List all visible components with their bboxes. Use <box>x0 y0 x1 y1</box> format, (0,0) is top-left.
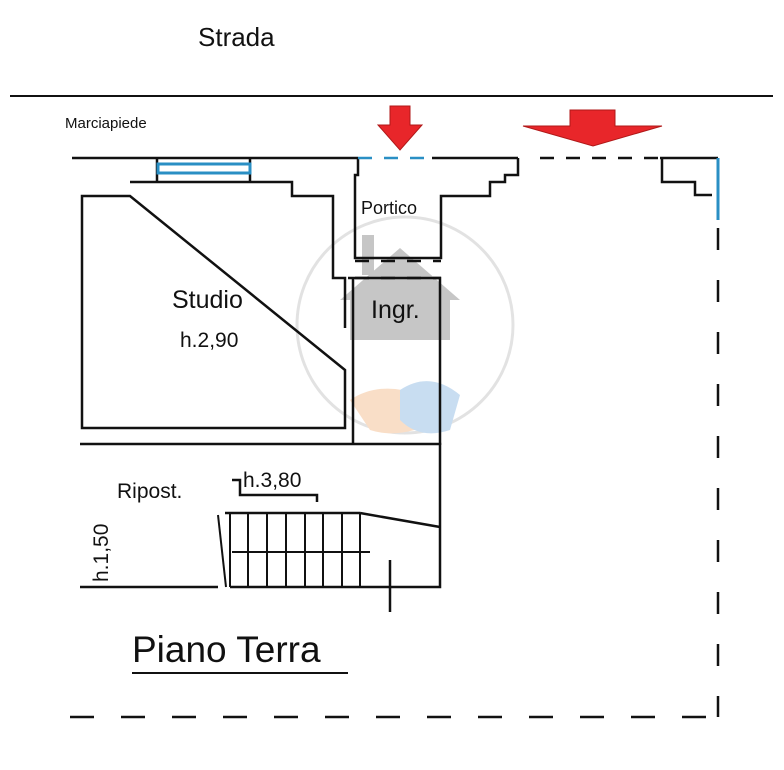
garden-entrance-arrow-icon <box>522 109 663 147</box>
floor-title: Piano Terra <box>132 629 321 670</box>
walls <box>72 156 718 612</box>
portico-label: Portico <box>361 198 417 218</box>
stair-height-label: h.3,80 <box>243 469 301 492</box>
ripostiglio-height-label: h.1,50 <box>90 524 113 582</box>
ingresso-label: Ingr. <box>371 296 420 324</box>
studio-height-label: h.2,90 <box>180 329 238 352</box>
ripostiglio-label: Ripost. <box>117 480 182 503</box>
street-label: Strada <box>198 22 275 52</box>
window-studio <box>156 162 252 175</box>
dashed-boundaries <box>70 156 720 719</box>
entrance-arrow-icon <box>376 105 424 151</box>
watermark-logo <box>295 215 515 435</box>
sidewalk-label: Marciapiede <box>65 115 147 132</box>
studio-label: Studio <box>172 286 243 314</box>
